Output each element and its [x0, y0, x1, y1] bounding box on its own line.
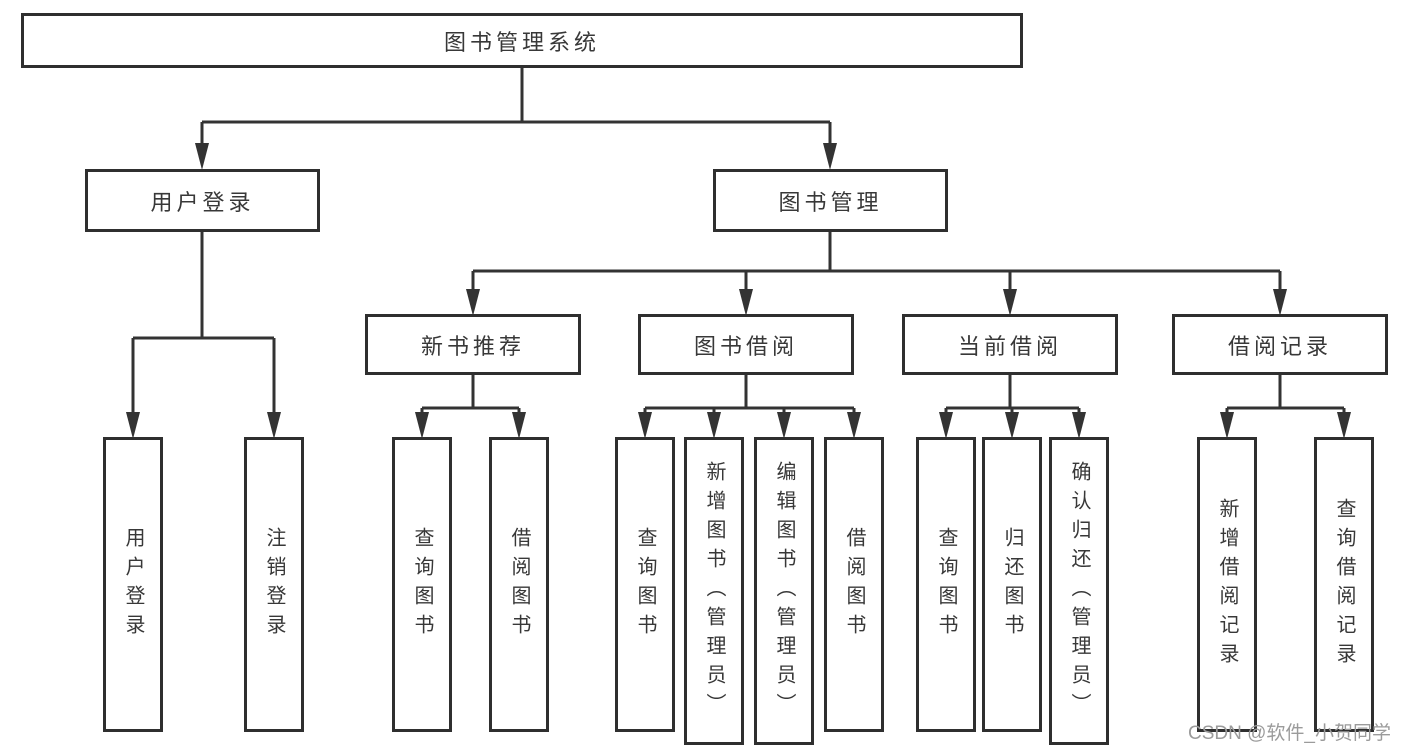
node-label: 当前借阅 [957, 333, 1062, 359]
connector-root-to-level2 [195, 68, 837, 170]
arrow-down-icon [126, 412, 140, 439]
node-label: 用户登录 [150, 189, 255, 215]
arrow-down-icon [466, 289, 480, 316]
arrow-down-icon [1337, 412, 1351, 439]
arrow-down-icon [638, 412, 652, 439]
leaf-add-books-admin: 新增图书（管理员） [684, 437, 744, 745]
node-label: 借阅记录 [1227, 333, 1332, 359]
leaf-borrow-books: 借阅图书 [489, 437, 549, 732]
leaf-label: 注销登录 [263, 526, 285, 643]
leaf-label: 查询图书 [634, 526, 656, 643]
arrow-down-icon [1005, 412, 1019, 439]
leaf-query-books: 查询图书 [615, 437, 675, 732]
arrow-down-icon [267, 412, 281, 439]
leaf-confirm-return-admin: 确认归还（管理员） [1049, 437, 1109, 745]
arrow-down-icon [777, 412, 791, 439]
connector-book-management-to-level3 [466, 232, 1287, 316]
leaf-label: 确认归还（管理员） [1068, 460, 1090, 722]
arrow-down-icon [1072, 412, 1086, 439]
arrow-down-icon [739, 289, 753, 316]
leaf-label: 新增图书（管理员） [703, 460, 725, 722]
leaf-label: 查询图书 [935, 526, 957, 643]
node-label: 图书借阅 [693, 333, 798, 359]
arrow-down-icon [939, 412, 953, 439]
arrow-down-icon [847, 412, 861, 439]
connector-user-login-to-children [126, 232, 281, 439]
leaf-user-login: 用户登录 [103, 437, 163, 732]
leaf-label: 查询借阅记录 [1333, 497, 1355, 672]
leaf-label: 借阅图书 [843, 526, 865, 643]
connector-current-borrow-to-children [939, 375, 1086, 439]
connector-book-borrow-to-children [638, 375, 861, 439]
node-user-login: 用户登录 [85, 169, 320, 232]
leaf-label: 借阅图书 [508, 526, 530, 643]
node-borrowing-records: 借阅记录 [1172, 314, 1388, 375]
arrow-down-icon [195, 143, 209, 170]
leaf-label: 新增借阅记录 [1216, 497, 1238, 672]
leaf-label: 归还图书 [1001, 526, 1023, 643]
arrow-down-icon [1003, 289, 1017, 316]
leaf-add-borrow-record: 新增借阅记录 [1197, 437, 1257, 732]
leaf-query-books: 查询图书 [916, 437, 976, 732]
leaf-label: 编辑图书（管理员） [773, 460, 795, 722]
leaf-return-books: 归还图书 [982, 437, 1042, 732]
leaf-edit-books-admin: 编辑图书（管理员） [754, 437, 814, 745]
connector-borrow-record-to-children [1220, 375, 1351, 439]
leaf-query-borrow-record: 查询借阅记录 [1314, 437, 1374, 732]
node-root-library-system: 图书管理系统 [21, 13, 1023, 68]
arrow-down-icon [823, 143, 837, 170]
leaf-label: 用户登录 [122, 526, 144, 643]
node-label: 图书管理 [778, 189, 883, 215]
arrow-down-icon [512, 412, 526, 439]
csdn-watermark: CSDN @软件_小贺同学 [1188, 723, 1391, 744]
connector-new-book-to-children [415, 375, 526, 439]
arrow-down-icon [707, 412, 721, 439]
node-label: 图书管理系统 [443, 29, 600, 55]
leaf-label: 查询图书 [411, 526, 433, 643]
leaf-borrow-books: 借阅图书 [824, 437, 884, 732]
node-current-borrowing: 当前借阅 [902, 314, 1118, 375]
leaf-logout: 注销登录 [244, 437, 304, 732]
node-new-book-recommendation: 新书推荐 [365, 314, 581, 375]
arrow-down-icon [1220, 412, 1234, 439]
node-book-management: 图书管理 [713, 169, 948, 232]
node-label: 新书推荐 [420, 333, 525, 359]
leaf-query-books: 查询图书 [392, 437, 452, 732]
arrow-down-icon [1273, 289, 1287, 316]
arrow-down-icon [415, 412, 429, 439]
node-book-borrowing: 图书借阅 [638, 314, 854, 375]
